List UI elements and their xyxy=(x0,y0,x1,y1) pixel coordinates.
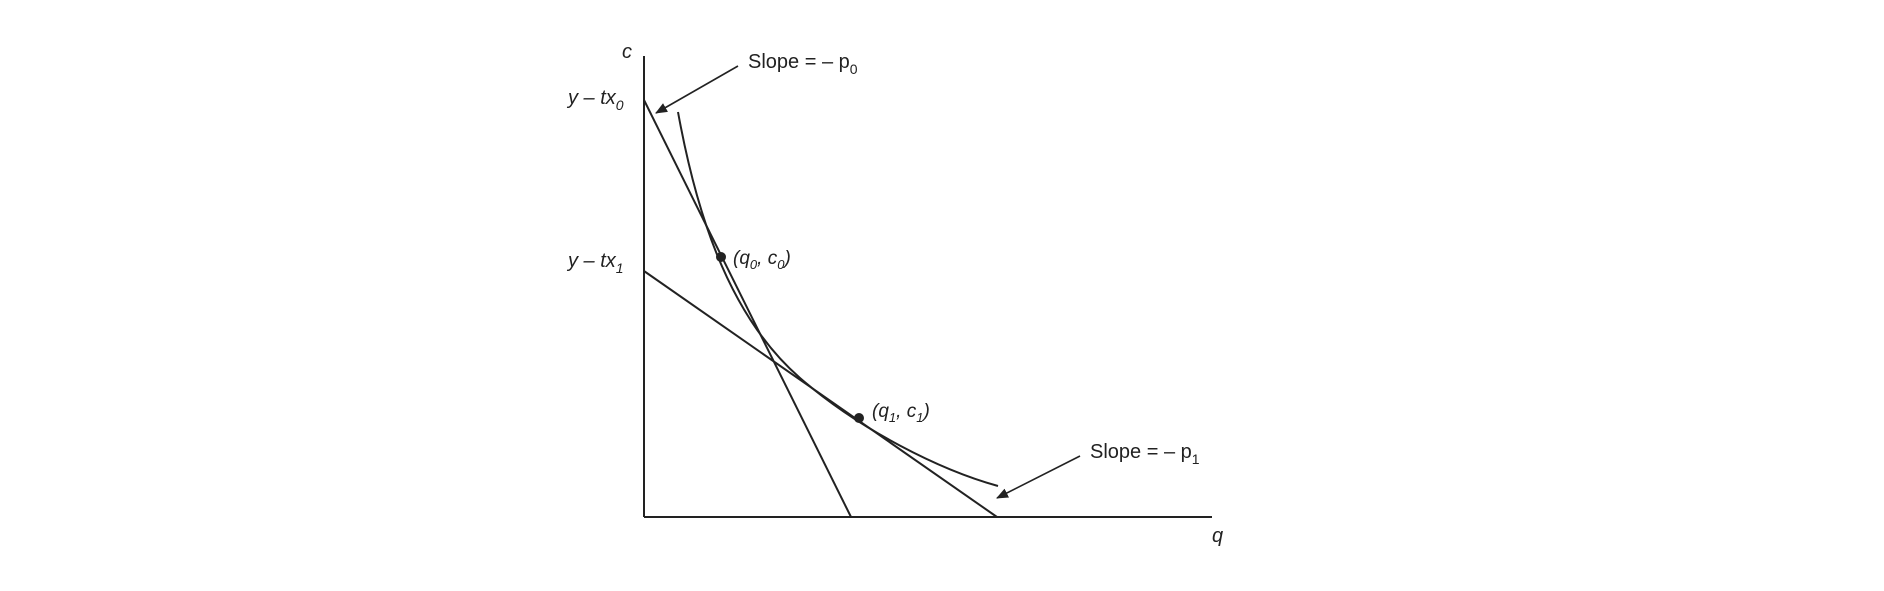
point-label-q0-c0: (q0, c0) xyxy=(733,248,791,272)
x-axis-label: q xyxy=(1212,525,1223,547)
intercept-label-low: y – tx1 xyxy=(566,250,624,276)
slope-label-p0: Slope = – p0 xyxy=(748,51,858,77)
intercept-label-high: y – tx0 xyxy=(566,87,624,113)
slope-arrow-p1 xyxy=(996,455,1081,499)
slope-arrow-p0 xyxy=(655,65,739,114)
y-axis-label: c xyxy=(622,41,632,63)
budget-line-0 xyxy=(643,99,852,518)
tangency-point-1 xyxy=(854,413,864,423)
point-label-q1-c1: (q1, c1) xyxy=(872,401,930,425)
tangency-point-0 xyxy=(716,252,726,262)
slope-label-p1: Slope = – p1 xyxy=(1090,441,1200,467)
indifference-curve xyxy=(677,111,999,487)
